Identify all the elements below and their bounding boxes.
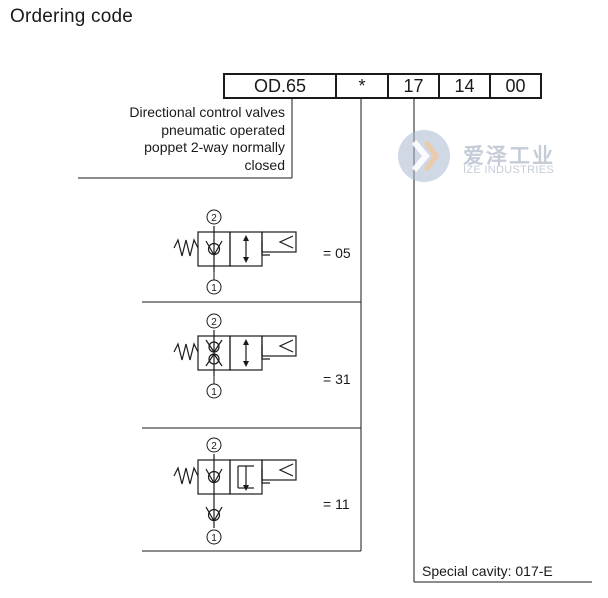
port-label-1: 1 [211,387,217,398]
description-line: Directional control valves [129,104,285,120]
option-code-11: = 11 [323,496,350,512]
port-label-2: 2 [211,213,217,224]
code-cell-00: 00 [489,75,540,97]
valve-symbol-05: 2 1 [173,209,297,295]
ordering-code-box: OD.65 * 17 14 00 [223,73,542,99]
code-cell-model: OD.65 [253,75,307,96]
option-code-31: = 31 [323,371,351,387]
watermark-logo-icon [398,130,450,182]
description-line: closed [244,156,285,173]
port-label-2: 2 [211,441,217,452]
watermark-text-en: IZE INDUSTRIES [463,164,554,176]
valve-symbol-11: 2 1 [173,437,297,545]
watermark-text-cn: 爱泽工业 [463,145,555,168]
port-label-1: 1 [211,533,217,544]
valve-symbol-31: 2 1 [173,313,297,399]
code-cell-14: 14 [438,75,489,97]
description-line: poppet 2-way normally [144,139,285,155]
code-cell-variant: * [335,75,387,97]
port-label-2: 2 [211,317,217,328]
description-line: pneumatic operated [161,121,285,138]
page-title: Ordering code [10,6,134,27]
option-code-05: = 05 [323,245,351,261]
port-label-1: 1 [211,283,217,294]
code-cell-17: 17 [387,75,438,97]
special-cavity-label: Special cavity: 017-E [422,563,553,579]
model-description: Directional control valves pneumatic ope… [65,104,285,174]
